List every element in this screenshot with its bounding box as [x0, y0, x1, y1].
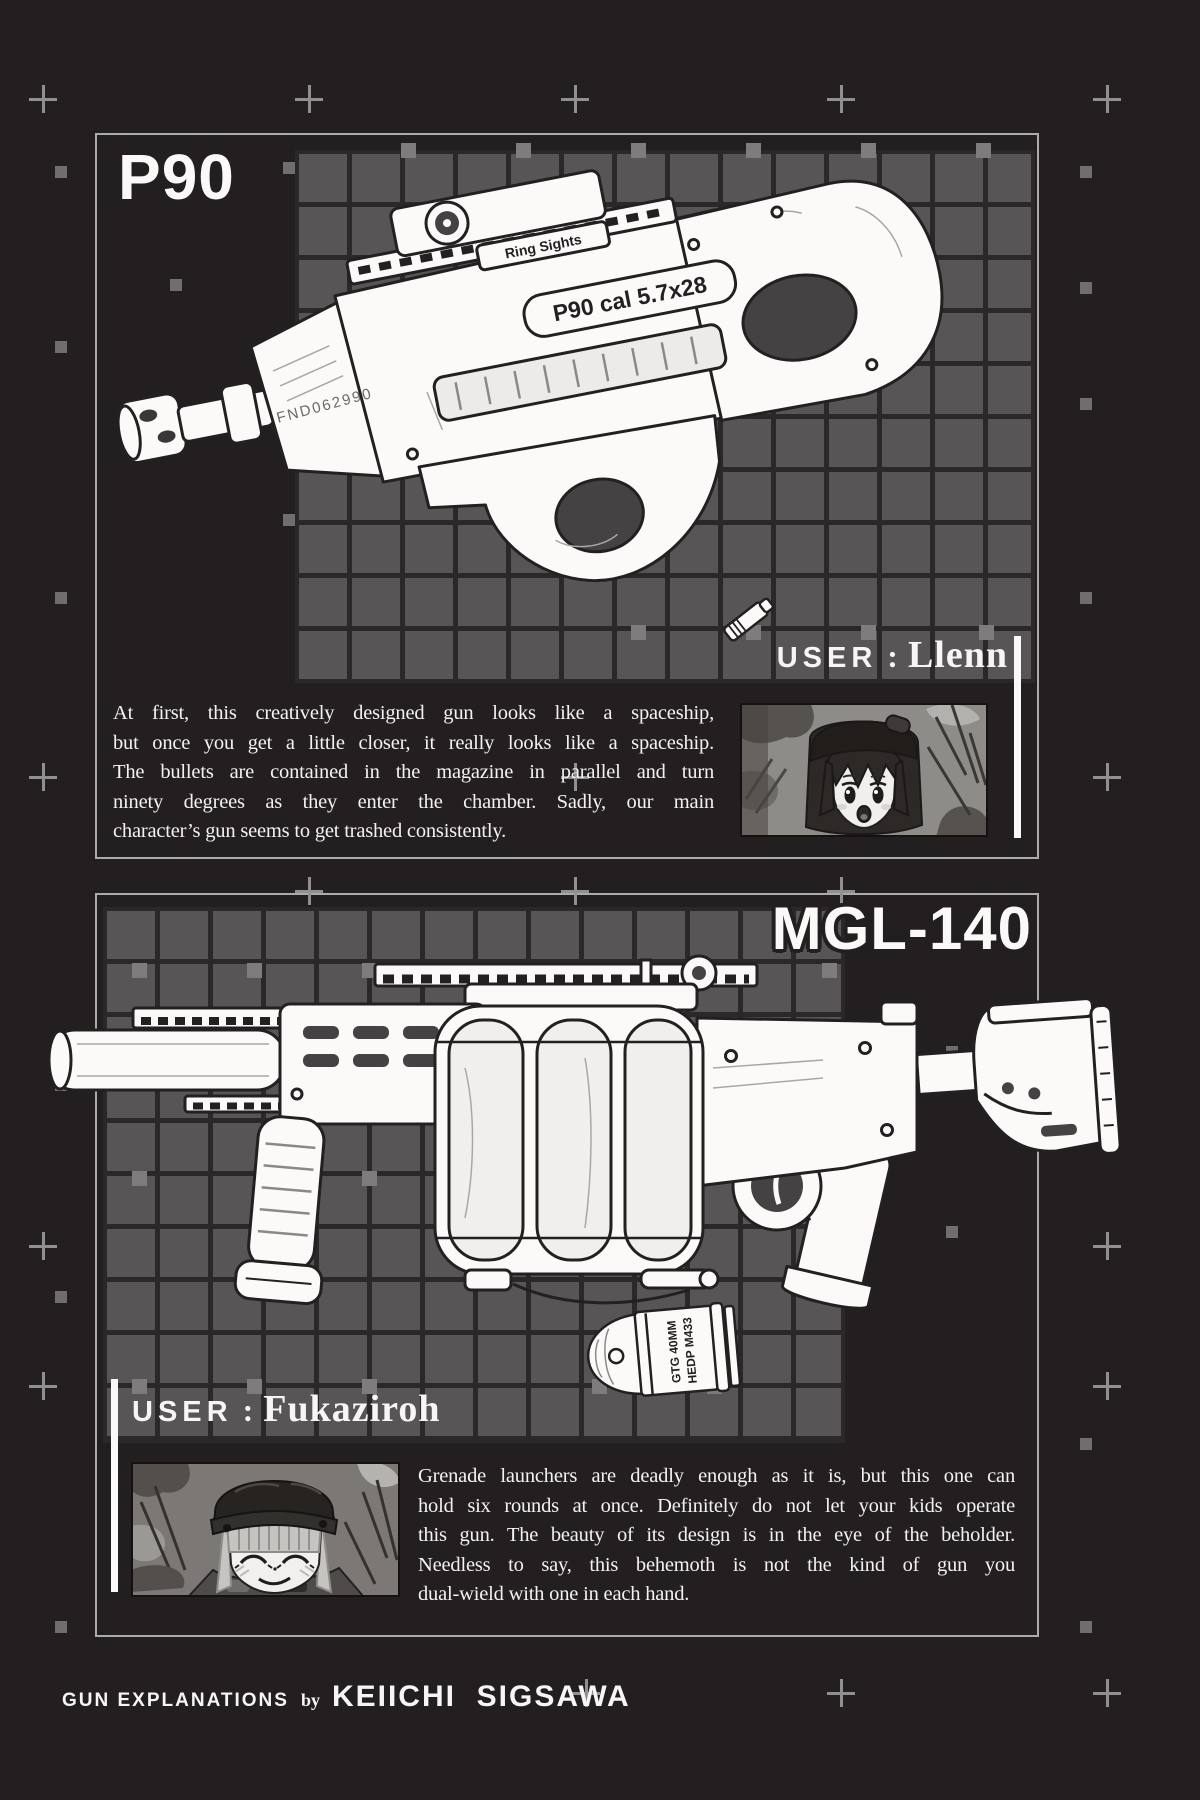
grid-accent-square	[631, 143, 646, 158]
deco-square	[1080, 282, 1092, 294]
description-line: At first, this creatively designed gun l…	[113, 702, 714, 724]
registration-cross	[561, 85, 589, 113]
footer-credit: GUN EXPLANATIONS by KEIICHI SIGSAWA	[62, 1680, 631, 1714]
description-line: Grenade launchers are deadly enough as i…	[418, 1465, 1015, 1487]
registration-cross	[295, 85, 323, 113]
user-label: USER	[776, 642, 878, 674]
user-name-llenn: Llenn	[907, 634, 1008, 676]
bullet-casing-illustration	[723, 597, 775, 642]
deco-square	[170, 279, 182, 291]
grid-accent-square	[861, 625, 876, 640]
grid-accent-square	[516, 143, 531, 158]
registration-cross	[561, 877, 589, 905]
grid-accent-square	[362, 1379, 377, 1394]
deco-square	[55, 166, 67, 178]
deco-square	[283, 162, 295, 174]
deco-square	[1080, 1621, 1092, 1633]
description-p90: At first, this creatively designed gun l…	[113, 699, 714, 847]
grid-accent-square	[362, 1171, 377, 1186]
user-separator: :	[887, 638, 898, 674]
description-line: hold six rounds at once. Definitely do n…	[418, 1494, 1015, 1517]
deco-square	[55, 592, 67, 604]
registration-cross	[1093, 1232, 1121, 1260]
grid-accent-square	[132, 1171, 147, 1186]
grid-accent-square	[132, 1379, 147, 1394]
grid-accent-square	[132, 963, 147, 978]
grid-accent-square	[631, 625, 646, 640]
footer-label: GUN EXPLANATIONS	[62, 1690, 289, 1711]
user-name-fukaziroh: Fukaziroh	[263, 1388, 441, 1430]
accent-bar-fukaziroh	[111, 1379, 118, 1592]
deco-square	[55, 1621, 67, 1633]
registration-cross	[561, 763, 589, 791]
description-line: but once you get a little closer, it rea…	[113, 731, 714, 754]
registration-cross	[1093, 1372, 1121, 1400]
panel-mgl140	[95, 893, 1039, 1637]
description-line: this gun. The beauty of its design is in…	[418, 1524, 1015, 1546]
gun-illustration-p90: Ring Sights P90 cal 5.7x28 FND062990	[115, 169, 944, 582]
user-line-llenn: USER : Llenn	[690, 633, 1008, 677]
description-line: character’s gun seems to get trashed con…	[113, 820, 507, 842]
registration-cross	[1093, 85, 1121, 113]
accent-bar-llenn	[1014, 636, 1021, 838]
deco-square	[1080, 1438, 1092, 1450]
character-portrait-fukaziroh	[131, 1462, 400, 1597]
deco-square	[1080, 166, 1092, 178]
registration-cross	[572, 1679, 600, 1707]
deco-square	[1080, 398, 1092, 410]
grid-accent-square	[362, 963, 377, 978]
registration-cross	[29, 1372, 57, 1400]
registration-cross	[827, 877, 855, 905]
grenade-stamp-line1: GTG 40MM	[664, 1320, 683, 1384]
deco-square	[55, 341, 67, 353]
gun-title-mgl140: MGL-140	[771, 895, 1032, 962]
registration-cross	[29, 85, 57, 113]
grid-accent-square	[861, 143, 876, 158]
grid-accent-square	[746, 143, 761, 158]
description-line: ninety degrees as they enter the chamber…	[113, 790, 714, 813]
grid-accent-square	[822, 963, 837, 978]
grid-accent-square	[979, 625, 994, 640]
grenade-stamp-line2: HEDP M433	[680, 1316, 700, 1384]
description-line: dual-wield with one in each hand.	[418, 1583, 690, 1605]
deco-square	[283, 514, 295, 526]
deco-square	[55, 1291, 67, 1303]
footer-by: by	[300, 1690, 320, 1710]
grid-accent-square	[247, 963, 262, 978]
deco-square	[946, 1226, 958, 1238]
registration-cross	[827, 1679, 855, 1707]
user-separator: :	[242, 1392, 254, 1428]
user-line-fukaziroh: USER : Fukaziroh	[132, 1387, 440, 1431]
grid-accent-square	[976, 143, 991, 158]
registration-cross	[1093, 1679, 1121, 1707]
registration-cross	[29, 1232, 57, 1260]
registration-cross	[1093, 763, 1121, 791]
description-mgl140: Grenade launchers are deadly enough as i…	[418, 1462, 1015, 1610]
panel-p90	[95, 133, 1039, 859]
registration-cross	[29, 763, 57, 791]
registration-cross	[295, 877, 323, 905]
user-label: USER	[132, 1396, 233, 1428]
gun-illustration-mgl140	[45, 954, 1120, 1310]
registration-cross	[827, 85, 855, 113]
description-line: The bullets are contained in the magazin…	[113, 761, 714, 783]
description-line: Needless to say, this behemoth is not th…	[418, 1553, 1015, 1576]
deco-square	[1080, 592, 1092, 604]
gun-title-p90: P90	[118, 141, 235, 213]
character-portrait-llenn	[740, 703, 988, 837]
grenade-round-illustration: GTG 40MM HEDP M433	[587, 1302, 742, 1397]
grid-accent-square	[401, 143, 416, 158]
footer-author: KEIICHI SIGSAWA	[331, 1680, 631, 1713]
grid-accent-square	[247, 1379, 262, 1394]
